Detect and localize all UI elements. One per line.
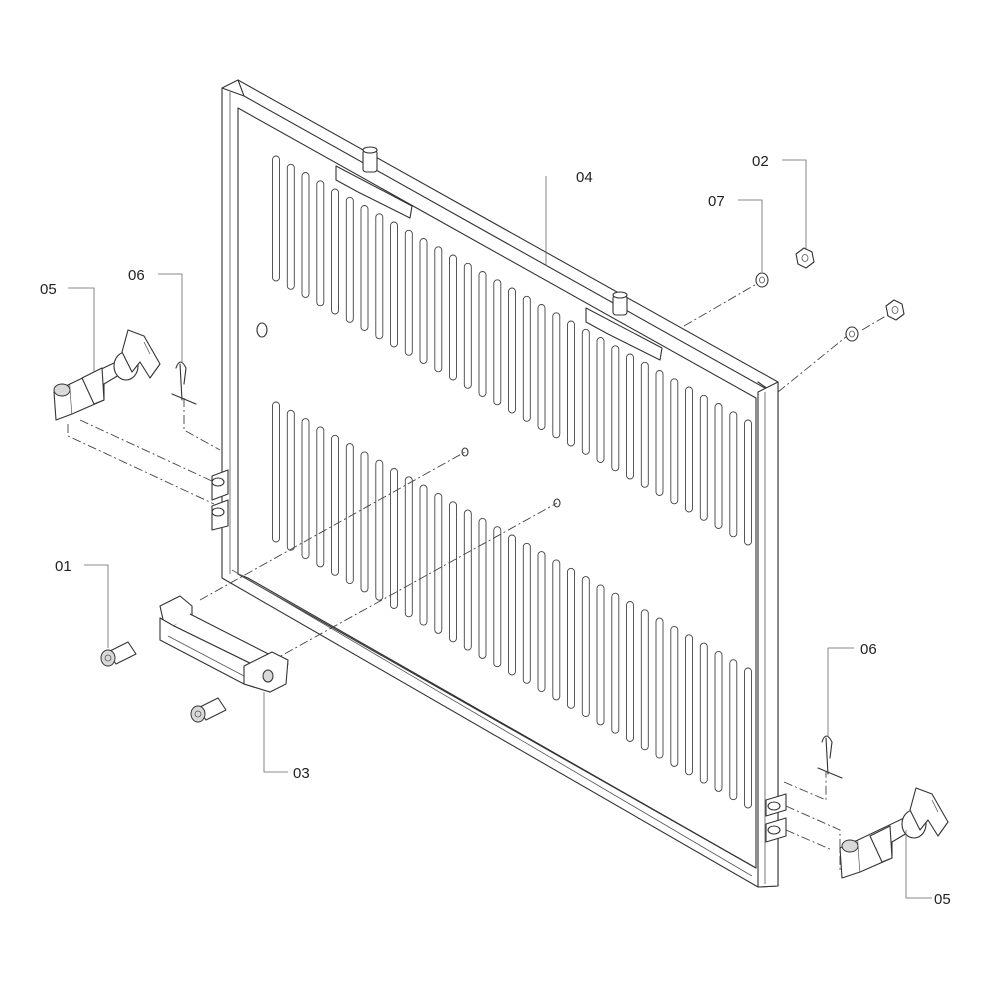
vent-slot	[537, 551, 546, 693]
vent-slot	[449, 501, 457, 643]
callout-01: 01	[55, 558, 72, 575]
vent-slot	[419, 484, 428, 626]
vent-slot	[685, 634, 693, 776]
vent-slot	[699, 394, 708, 521]
assembly-lines	[67, 281, 897, 870]
vent-slot	[404, 476, 413, 618]
vent-slot	[493, 279, 502, 406]
vent-slot	[286, 163, 295, 290]
vent-slot	[714, 650, 723, 792]
vent-slot	[419, 238, 428, 364]
vent-slot	[493, 526, 502, 668]
vent-slot	[508, 534, 516, 676]
vent-slot	[640, 609, 649, 751]
vent-slot	[375, 459, 384, 601]
vent-slot	[552, 559, 561, 701]
vent-slot	[390, 221, 398, 348]
vent-slot	[699, 642, 708, 784]
vent-slot	[272, 155, 280, 282]
vent-slot	[567, 567, 575, 709]
vent-slot	[345, 443, 354, 585]
vent-slot	[463, 509, 472, 651]
vent-slot	[301, 172, 310, 298]
vent-slot	[434, 246, 443, 373]
vent-slot	[744, 667, 752, 809]
vent-slot	[655, 370, 664, 496]
vent-slot	[537, 304, 546, 430]
callout-06-left: 06	[128, 267, 145, 284]
vent-slot	[596, 584, 605, 726]
vent-slot	[522, 295, 531, 422]
vent-slot	[611, 592, 620, 734]
top-stud-right	[585, 291, 663, 361]
callout-07: 07	[708, 193, 725, 210]
vent-slot	[670, 378, 679, 505]
vent-slot	[434, 492, 443, 634]
handle-03	[159, 595, 289, 693]
vent-slot	[390, 468, 398, 609]
panel-04	[211, 79, 787, 888]
vent-slot	[670, 625, 679, 767]
washer-07-lower	[845, 326, 859, 342]
vent-slot	[331, 188, 339, 315]
vent-slot	[301, 418, 310, 560]
vent-slot	[316, 180, 325, 307]
vent-slot	[478, 517, 487, 659]
vent-slot	[626, 601, 634, 742]
vent-slot	[360, 205, 369, 331]
callout-02: 02	[752, 153, 769, 170]
vent-slot	[567, 320, 575, 447]
vent-slot	[360, 451, 369, 593]
vent-slot	[611, 345, 620, 472]
leader-lines	[68, 159, 932, 899]
pin-06-left	[171, 361, 197, 405]
callout-04: 04	[576, 169, 593, 186]
pin-06-right	[817, 735, 843, 779]
vent-slot	[478, 271, 487, 397]
callout-03: 03	[293, 765, 310, 782]
vent-slot	[522, 542, 531, 684]
vent-slot	[316, 426, 325, 568]
washer-07-upper	[755, 272, 769, 288]
nut-02-upper	[795, 247, 815, 269]
nut-02-lower	[885, 299, 905, 321]
latch-05-right	[839, 787, 949, 879]
vent-slot	[596, 337, 605, 463]
vent-slots-upper	[272, 155, 752, 546]
top-stud-left	[335, 146, 413, 219]
vent-slot	[463, 262, 472, 389]
vent-slot	[449, 254, 457, 381]
vent-slot	[581, 576, 590, 718]
vent-slot	[375, 213, 384, 340]
vent-slot	[508, 287, 516, 414]
callout-labels: 05 06 01 04 07 02 03 06 05	[40, 153, 951, 908]
vent-slot	[655, 617, 664, 759]
vent-slot	[272, 401, 280, 543]
vent-slot	[729, 411, 738, 538]
vent-slot	[729, 659, 738, 801]
vent-slot	[744, 419, 752, 546]
screw-01-upper	[100, 641, 137, 667]
vent-slot	[640, 361, 649, 488]
vent-slot	[581, 328, 590, 455]
callout-06-right: 06	[860, 641, 877, 658]
vent-slot	[714, 403, 723, 529]
vent-slot	[345, 196, 354, 323]
vent-slot	[552, 312, 561, 439]
vent-slot	[331, 434, 339, 576]
callout-05-left: 05	[40, 281, 57, 298]
latch-05-left	[53, 329, 161, 421]
vent-slot	[404, 229, 413, 356]
callout-05-right: 05	[934, 891, 951, 908]
vent-slot	[685, 386, 693, 513]
screw-01-lower	[190, 697, 227, 723]
vent-slot	[286, 409, 295, 551]
vent-slot	[626, 353, 634, 480]
